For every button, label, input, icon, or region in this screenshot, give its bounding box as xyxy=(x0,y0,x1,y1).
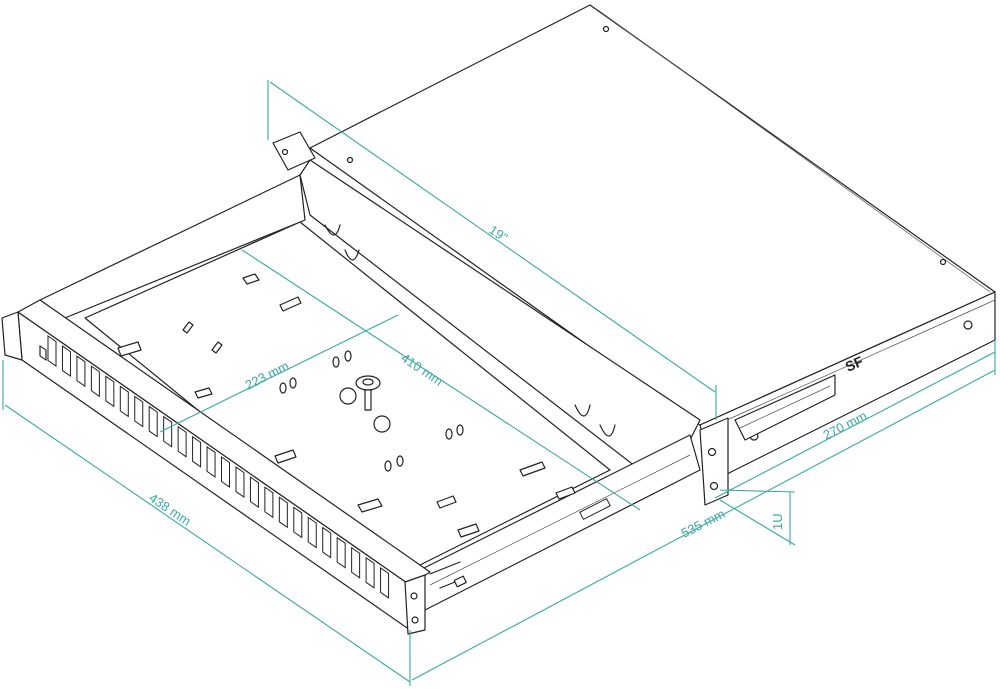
screw-icon xyxy=(963,320,973,330)
adapter-slot xyxy=(235,466,245,499)
adapter-slot xyxy=(192,435,202,468)
screw-icon xyxy=(939,258,947,266)
adapter-slot xyxy=(47,335,57,367)
thumbscrew-icon xyxy=(355,375,381,411)
adapter-slot xyxy=(221,456,230,488)
adapter-slot xyxy=(264,486,274,519)
adapter-slot xyxy=(249,476,259,509)
screw-icon xyxy=(602,25,610,33)
dim-label-depth: 535 mm xyxy=(679,506,728,541)
adapter-slot xyxy=(365,556,375,589)
adapter-slot xyxy=(293,506,303,539)
routing-clips xyxy=(117,273,576,538)
adapter-slot xyxy=(148,405,158,438)
dim-label-front-width: 438 mm xyxy=(146,490,193,529)
adapter-slot xyxy=(61,345,71,378)
adapter-slot xyxy=(380,566,390,599)
adapter-slot xyxy=(90,365,100,398)
adapter-slot xyxy=(134,395,144,428)
side-rail-plate xyxy=(734,374,836,441)
adapter-slot xyxy=(206,445,216,478)
adapter-slot xyxy=(119,385,129,418)
adapter-slots xyxy=(47,335,390,599)
adapter-slot xyxy=(322,526,332,559)
brand-logo: SF xyxy=(843,353,866,375)
adapter-slot xyxy=(163,415,173,448)
adapter-slot xyxy=(278,496,288,529)
drawer-tray xyxy=(39,159,701,611)
front-left-ear xyxy=(1,311,23,361)
mounting-holes xyxy=(279,350,464,472)
adapter-slot xyxy=(307,516,317,549)
adapter-slot xyxy=(76,355,86,388)
screw-icon xyxy=(346,156,354,164)
adapter-slot xyxy=(177,425,187,458)
front-right-ear xyxy=(404,574,426,635)
adapter-slot xyxy=(336,536,346,569)
rear-mounting-ear xyxy=(272,131,316,171)
dim-label-height: 1U xyxy=(770,513,785,530)
right-mounting-ear xyxy=(699,417,729,506)
adapter-slot xyxy=(105,375,115,408)
adapter-slot xyxy=(351,546,361,579)
enclosure: SF xyxy=(272,4,996,506)
front-top-lip xyxy=(17,299,431,586)
